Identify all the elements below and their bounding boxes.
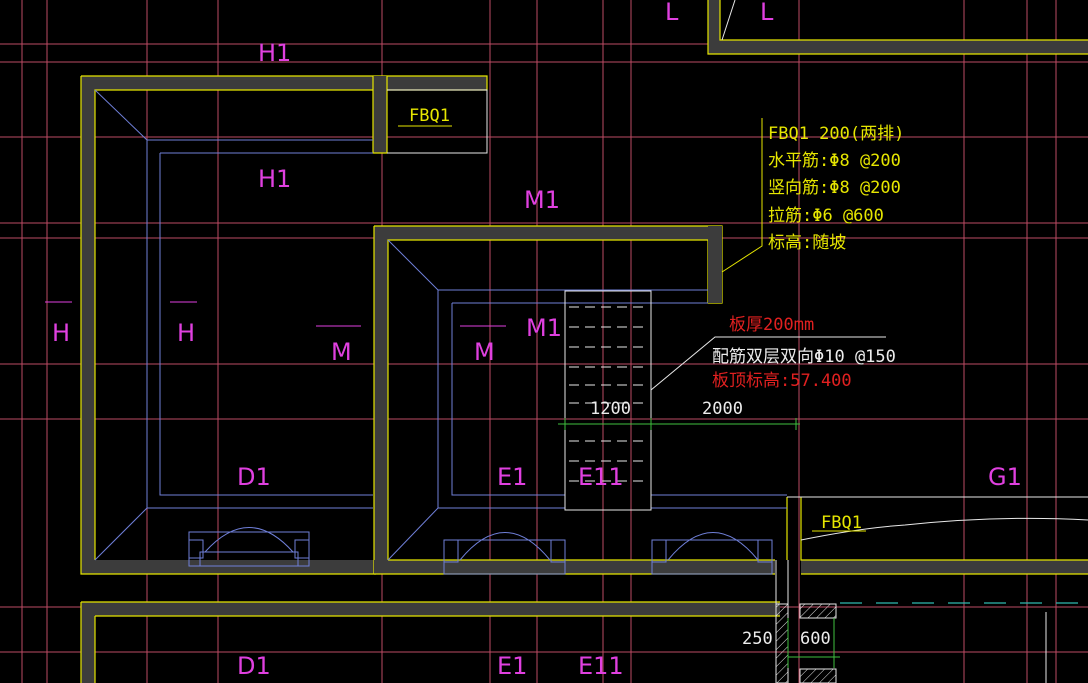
leader-lines [398,0,886,532]
axis-label-E1-bottom: E1 [497,652,527,680]
axis-label-M1-upper: M1 [524,186,560,214]
axis-labels: L L H1 H1 M1 M1 H H M M D1 E1 E11 G1 D1 … [45,0,1022,680]
dim-1200: 1200 [590,399,631,419]
slab-note: 板厚200mm 配筋双层双向Φ10 @150 板顶标高:57.400 [712,315,896,391]
wall-note-line3: 竖向筋:Φ8 @200 [768,178,901,198]
wall-tag-fbq1-right: FBQ1 [821,513,862,533]
dim-2000: 2000 [702,399,743,419]
slab-reinforcement: 配筋双层双向Φ10 @150 [712,347,896,367]
axis-label-H1-top: H1 [258,39,291,67]
axis-label-D1-bottom: D1 [237,652,271,680]
axis-label-E11-mid: E11 [578,463,624,491]
slab-thickness: 板厚200mm [729,315,814,335]
axis-label-H-2: H [177,319,195,347]
axis-label-D1-mid: D1 [237,463,271,491]
axis-label-H1-mid: H1 [258,165,291,193]
axis-label-M-1: M [331,338,352,366]
axis-label-L-2: L [760,0,774,26]
slab-elevation: 板顶标高:57.400 [712,371,852,391]
hatched-column [775,560,837,683]
wall-note-line5: 标高:随坡 [768,233,846,253]
stair-ramp [564,290,652,511]
axis-label-L-1: L [665,0,679,26]
fixture-right [651,532,773,575]
fixture-left [188,527,310,567]
axis-label-E11-bottom: E11 [578,652,624,680]
slope-curve [800,517,1088,541]
dim-600: 600 [800,629,831,649]
room-outlines [94,89,787,561]
walls [80,0,1088,683]
axis-label-M1-lower: M1 [526,314,562,342]
wall-note: FBQ1 200(两排) 水平筋:Φ8 @200 竖向筋:Φ8 @200 拉筋:… [768,124,904,253]
axis-label-E1-mid: E1 [497,463,527,491]
dim-250: 250 [742,629,773,649]
axis-label-G1-mid: G1 [988,463,1022,491]
wall-note-line4: 拉筋:Φ6 @600 [768,206,884,226]
wall-tag-fbq1-top: FBQ1 [409,106,450,126]
wall-note-line1: FBQ1 200(两排) [768,124,904,144]
axis-label-H-1: H [52,319,70,347]
axis-label-M-2: M [474,338,495,366]
wall-note-line2: 水平筋:Φ8 @200 [768,151,901,171]
fixture-mid [443,532,566,575]
dimension-lines [558,418,840,668]
